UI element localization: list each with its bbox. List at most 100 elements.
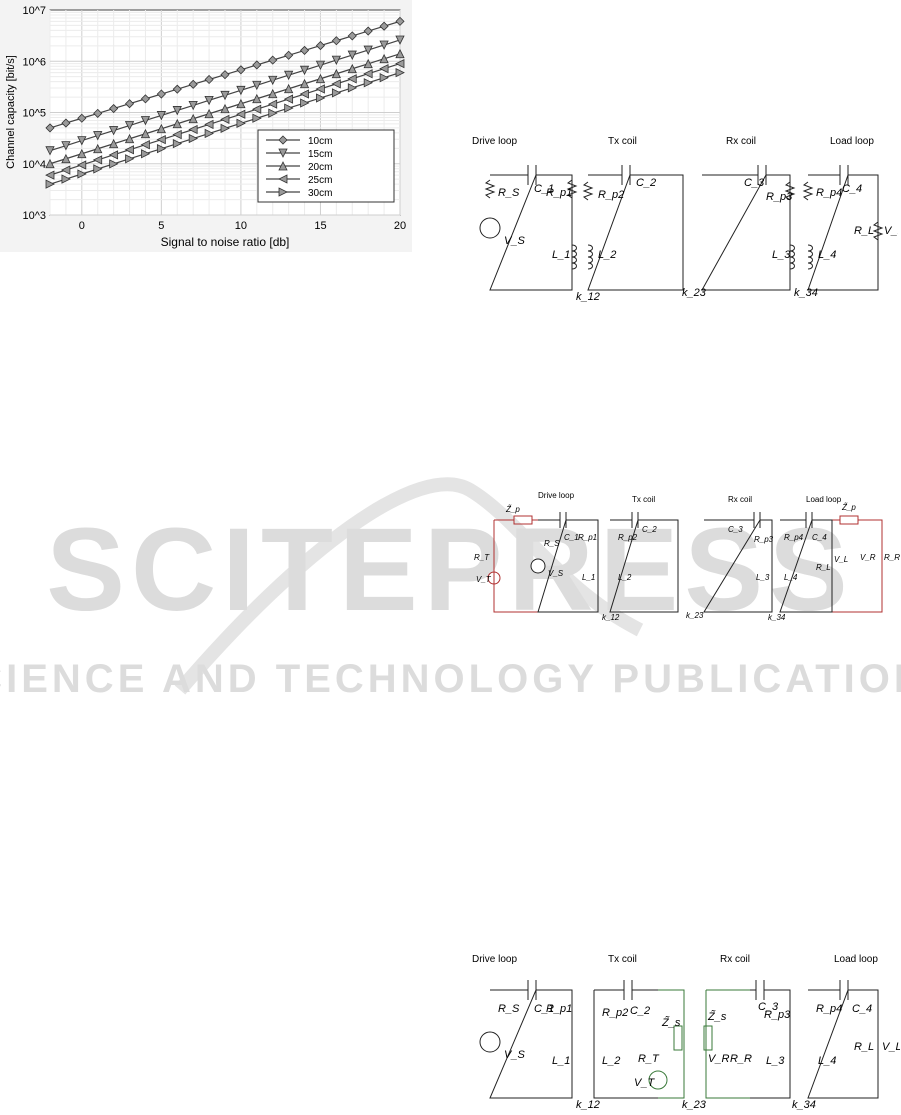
legend-label: 25cm [308,175,332,186]
data-point [61,118,71,128]
header-load-loop: Load loop [830,136,874,147]
x-tick-label: 15 [314,220,326,232]
label-vr: V_R [708,1053,729,1065]
label-c4: C_4 [812,533,827,542]
data-point [125,154,135,164]
label-l4: L_4 [818,249,836,261]
data-point [188,124,198,135]
data-point [204,119,214,130]
data-point [156,89,166,99]
data-point [283,83,294,94]
label-c2: C_2 [642,525,657,534]
data-point [268,108,278,118]
data-point [109,159,119,169]
data-point [379,21,389,31]
label-l4: L_4 [784,573,798,582]
label-vr: V_R [860,553,876,562]
data-point [77,169,87,179]
label-rl: R_L [816,563,831,572]
data-point [108,126,119,136]
data-point [363,78,374,88]
label-k12: k_12 [576,1099,600,1110]
header-load-loop: Load loop [834,954,878,965]
circuit-diagram-middle: Drive loop Tx coil Rx coil Load loop Z̃_… [472,488,900,628]
label-l4: L_4 [818,1055,836,1067]
data-point [109,103,119,114]
data-point [236,109,246,119]
data-point [331,36,341,46]
data-point [172,129,182,140]
label-vs: V_S [504,1049,525,1061]
series-25cm [45,58,405,180]
data-point [220,114,230,125]
watermark: SCITEPRESS SCIENCE AND TECHNOLOGY PUBLIC… [0,430,901,730]
label-zs-left: Z̃_s [661,1016,681,1029]
label-vs: V_S [504,235,525,247]
data-point [395,67,405,78]
label-k12: k_12 [602,613,620,622]
label-c3: C_3 [728,525,743,534]
data-point [236,85,246,96]
label-rl: R_L [854,225,874,237]
label-zp-right: Z̃_p [841,503,856,512]
label-vs: V_S [548,569,564,578]
data-point [76,160,87,170]
data-point [188,133,199,144]
legend-label: 15cm [308,149,332,160]
watermark-main: SCITEPRESS [46,504,854,636]
header-drive-loop: Drive loop [538,491,575,500]
data-point [252,80,262,91]
legend-marker [278,135,288,145]
header-rx-coil: Rx coil [728,495,752,504]
data-point [267,99,278,109]
data-point [220,123,230,134]
data-point [220,90,230,101]
label-rp1: R_p1 [546,1003,572,1015]
data-point [236,98,246,109]
y-tick-label: 10^7 [22,5,46,17]
label-rl: R_L [854,1041,874,1053]
data-point [92,155,103,165]
watermark-sub: SCIENCE AND TECHNOLOGY PUBLICATIONS [0,657,901,701]
label-c1: C_1 [564,533,579,542]
data-point [108,150,119,160]
data-point [61,165,71,175]
data-point [204,95,214,106]
data-point [315,41,326,51]
data-point [395,48,405,59]
label-rp2: R_p2 [618,533,638,542]
data-point [188,100,198,111]
data-point [220,103,230,114]
data-point [363,26,373,36]
series-20cm [45,48,405,169]
series-30cm [45,67,405,189]
label-k12: k_12 [576,291,600,303]
legend-marker [278,148,288,158]
legend-label: 30cm [308,188,332,199]
label-c2: C_2 [636,177,656,189]
legend-label: 20cm [308,162,332,173]
data-point [395,58,405,69]
label-c4: C_4 [842,183,862,195]
label-l3: L_3 [766,1055,785,1067]
data-point [124,121,135,131]
data-point [268,88,278,99]
label-k34: k_34 [768,613,786,622]
data-point [140,140,150,150]
data-point [284,50,294,60]
label-rp3: R_p3 [764,1009,791,1021]
data-point [204,128,214,139]
label-rp3: R_p3 [754,535,774,544]
data-point [204,74,214,85]
data-point [93,131,103,141]
label-k23: k_23 [686,611,704,620]
label-rs: R_S [498,1003,520,1015]
label-c4: C_4 [852,1003,872,1015]
label-c1: C_1 [534,1003,554,1015]
label-rp4: R_p4 [784,533,804,542]
data-point [45,146,55,156]
data-point [252,113,262,123]
x-tick-label: 0 [79,220,85,232]
data-point [77,136,87,146]
label-l2: L_2 [598,249,616,261]
